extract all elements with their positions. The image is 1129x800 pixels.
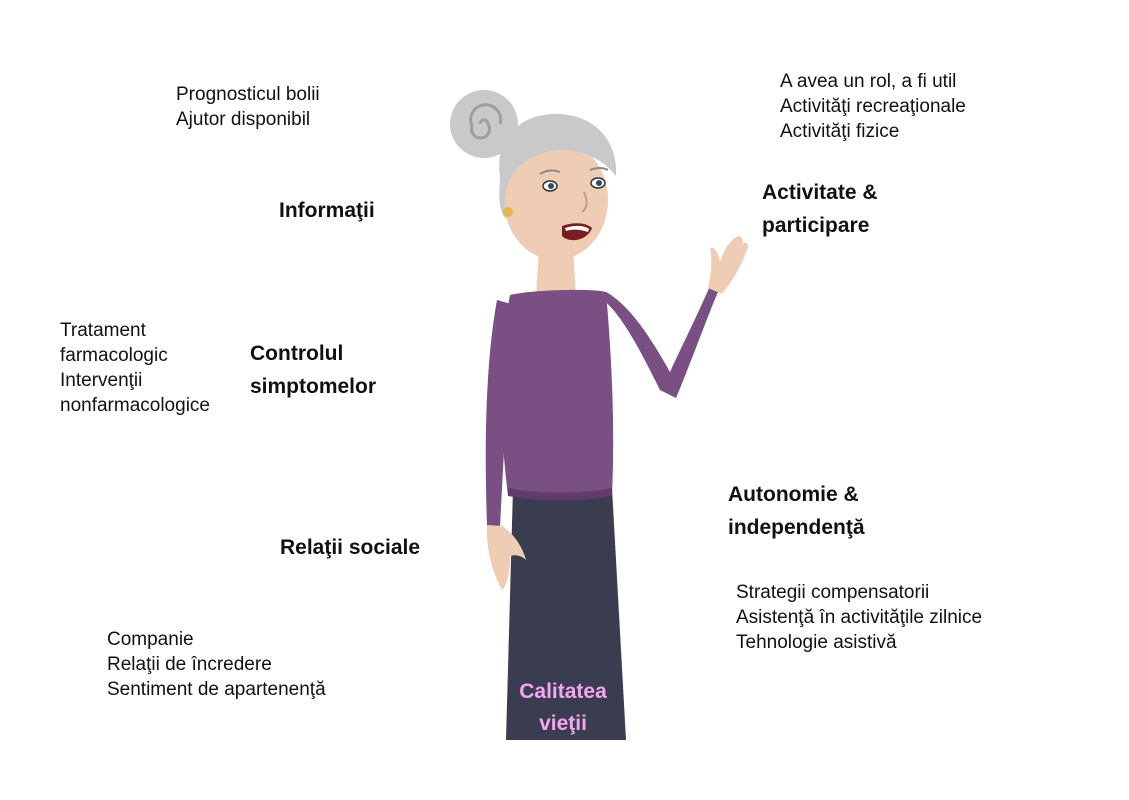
brow-left <box>539 169 561 175</box>
list-item: A avea un rol, a fi util <box>780 71 957 92</box>
list-item: Relaţii de încredere <box>107 654 272 675</box>
list-item: Intervenţii <box>60 370 143 391</box>
list-item: nonfarmacologice <box>60 395 210 416</box>
informatii-heading: Informaţii <box>279 194 375 227</box>
activitate-heading: Activitate & participare <box>762 176 878 242</box>
heading-line: independenţă <box>728 516 865 539</box>
hair-bun <box>450 90 518 158</box>
bun-swirl <box>469 103 503 140</box>
list-item: Strategii compensatorii <box>736 582 930 603</box>
list-item: Ajutor disponibil <box>176 109 311 130</box>
heading-line: Controlul <box>250 342 344 365</box>
sweater-hem <box>508 488 612 501</box>
list-item: Prognosticul bolii <box>176 84 320 105</box>
list-item: Companie <box>107 629 194 650</box>
brow-right <box>589 167 609 171</box>
heading-line: Activitate & <box>762 181 878 204</box>
heading-line: simptomelor <box>250 375 377 398</box>
right-arm <box>598 286 718 398</box>
pupil-right <box>596 180 602 186</box>
activitate-items: A avea un rol, a fi util Activităţi recr… <box>780 69 966 144</box>
autonomie-items: Strategii compensatorii Asistenţă în act… <box>736 580 982 655</box>
heading-line: Relaţii sociale <box>280 536 421 559</box>
heading-line: participare <box>762 214 870 237</box>
list-item: Tratament <box>60 320 146 341</box>
informatii-items: Prognosticul bolii Ajutor disponibil <box>176 82 320 132</box>
heading-line: Autonomie & <box>728 483 859 506</box>
list-item: Activităţi fizice <box>780 121 900 142</box>
hair <box>499 113 617 220</box>
skirt <box>506 488 626 740</box>
nose <box>581 191 588 213</box>
heading-line: Informaţii <box>279 199 375 222</box>
teeth <box>565 225 589 232</box>
quality-of-life-label: Calitatea vieţii <box>497 676 629 740</box>
left-hand <box>486 525 526 590</box>
right-hand <box>708 236 749 294</box>
list-item: Tehnologie asistivă <box>736 632 897 653</box>
controlul-items: Tratament farmacologic Intervenţii nonfa… <box>60 318 210 418</box>
list-item: Sentiment de apartenenţă <box>107 679 326 700</box>
earring <box>503 207 513 217</box>
controlul-heading: Controlul simptomelor <box>250 337 376 403</box>
pupil-left <box>548 183 554 189</box>
list-item: Asistenţă în activităţile zilnice <box>736 607 983 628</box>
autonomie-heading: Autonomie & independenţă <box>728 478 865 544</box>
list-item: Activităţi recreaţionale <box>780 96 966 117</box>
list-item: farmacologic <box>60 345 168 366</box>
relatii-items: Companie Relaţii de încredere Sentiment … <box>107 627 326 702</box>
center-label-line: vieţii <box>539 712 587 735</box>
center-label-line: Calitatea <box>519 680 607 703</box>
sweater <box>501 289 614 499</box>
relatii-heading: Relaţii sociale <box>280 531 420 564</box>
